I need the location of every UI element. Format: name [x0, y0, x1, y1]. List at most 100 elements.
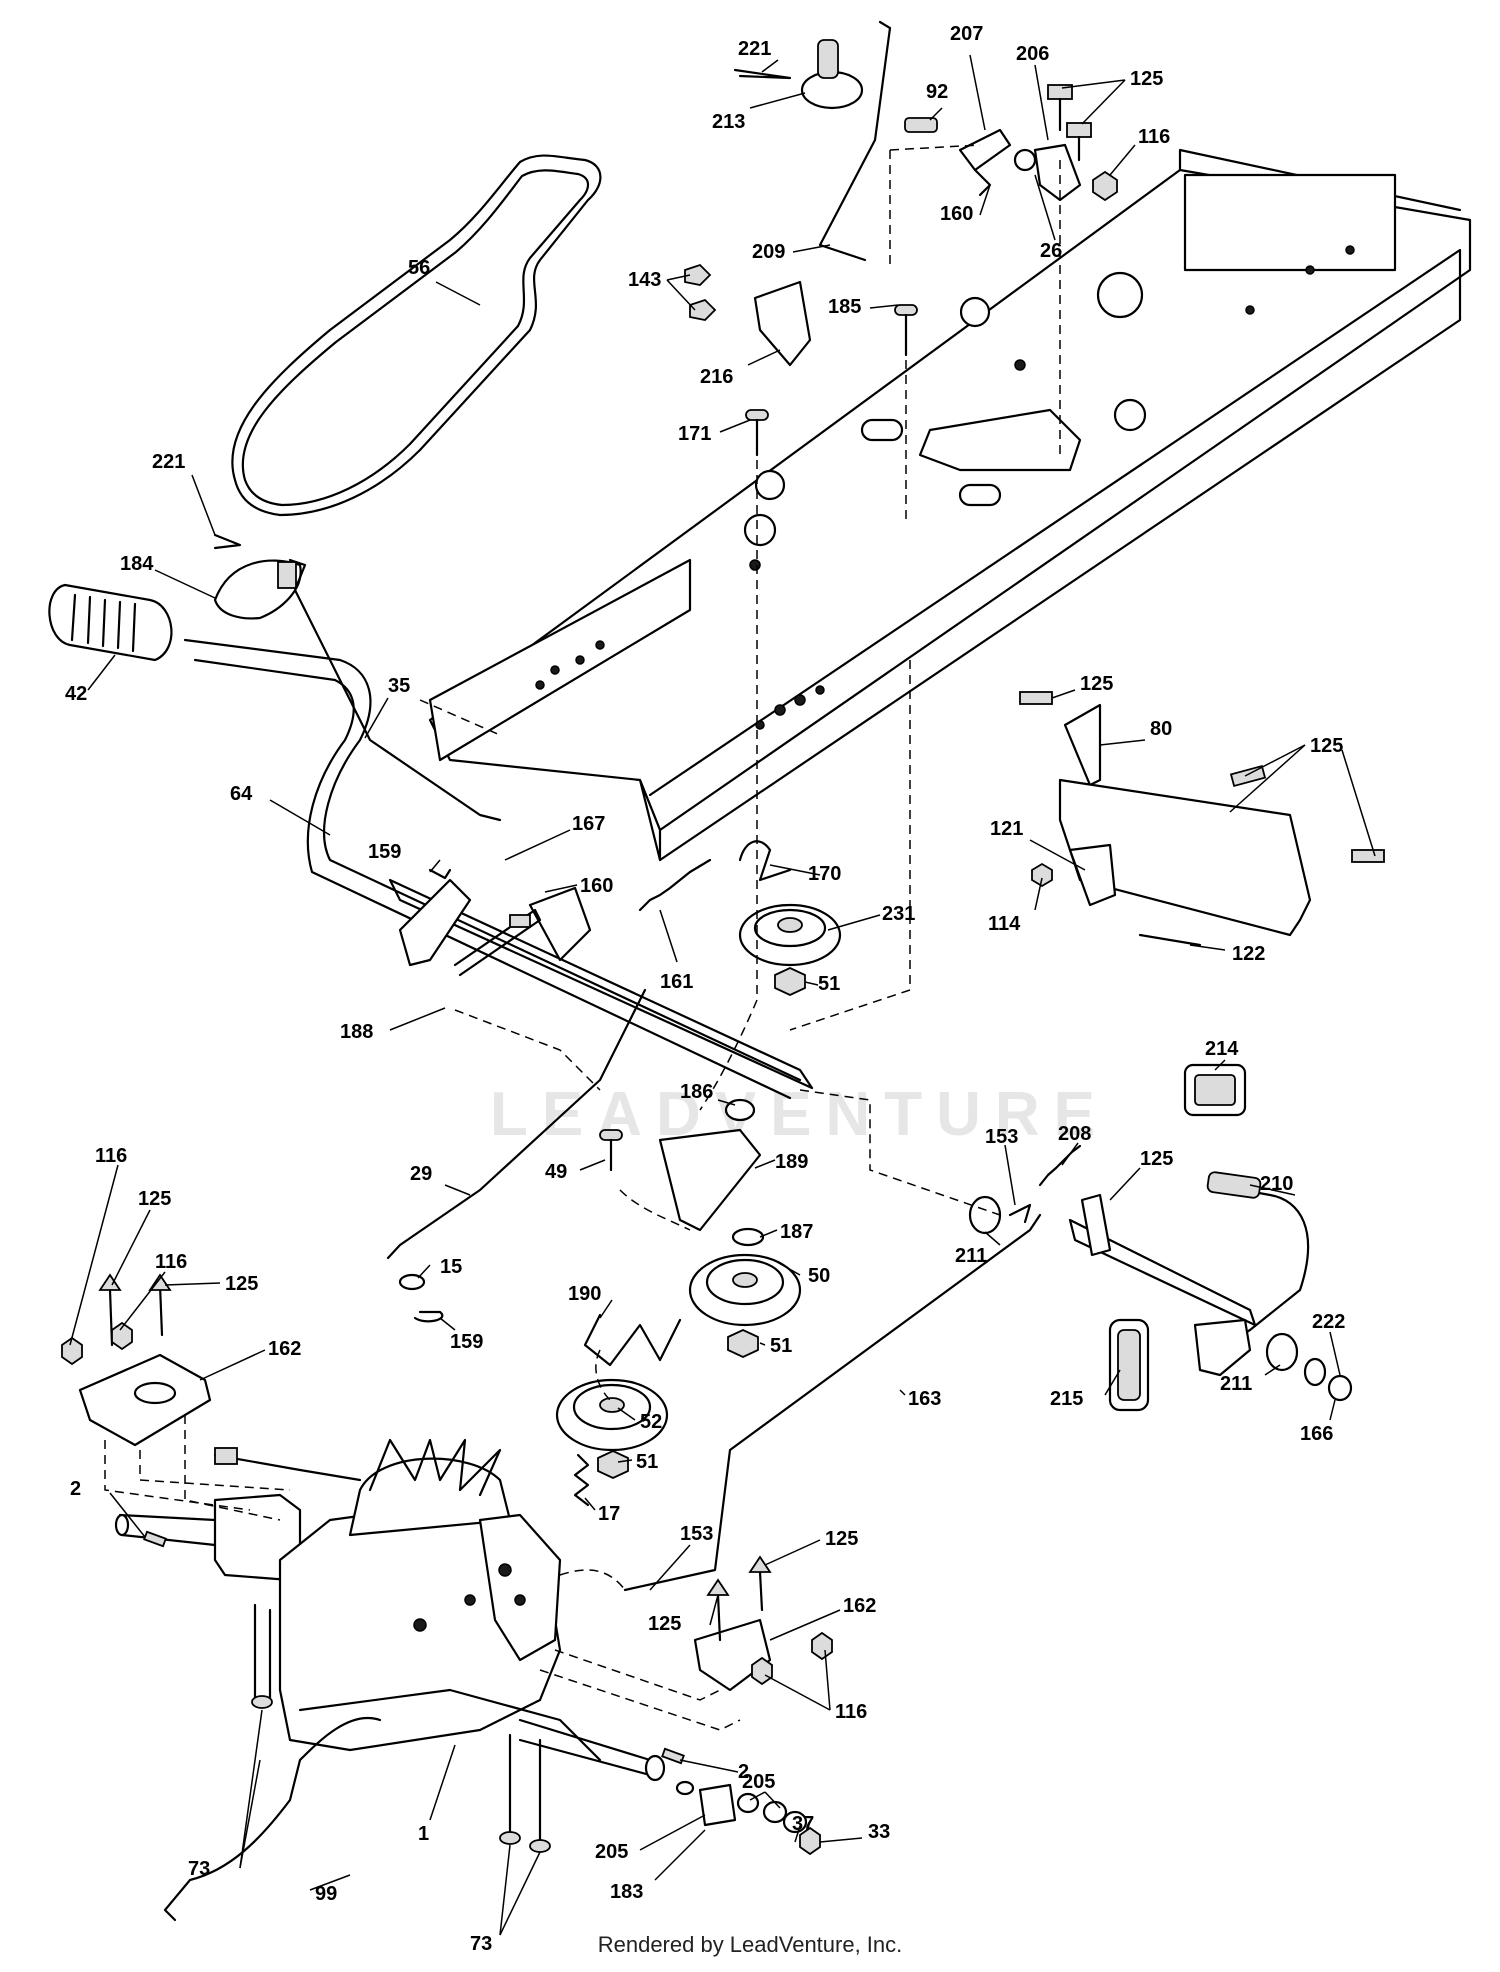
bolts-125-116: [1047, 84, 1118, 202]
label-51-mid: 51: [770, 1335, 792, 1357]
hairpin-221-top: [733, 68, 792, 80]
label-187: 187: [780, 1221, 813, 1243]
rod-29: [386, 988, 647, 1260]
label-116-top: 116: [1138, 126, 1170, 148]
label-221-left: 221: [152, 451, 185, 473]
chassis-frame: [428, 148, 1472, 862]
label-160-top: 160: [940, 203, 973, 225]
label-73-bottom: 73: [470, 1933, 492, 1955]
label-35: 35: [388, 675, 410, 697]
label-210: 210: [1260, 1173, 1293, 1195]
label-49: 49: [545, 1161, 567, 1183]
pulley-231: [738, 903, 842, 996]
drive-belt: [231, 154, 602, 517]
label-56: 56: [408, 257, 430, 279]
lever-207-206: [904, 117, 1082, 202]
label-2-right: 2: [738, 1761, 749, 1783]
pad-215: [1108, 1318, 1150, 1412]
label-160-mid: 160: [580, 875, 613, 897]
relation-lines: [104, 144, 1061, 1731]
label-184: 184: [120, 553, 154, 575]
label-122: 122: [1232, 943, 1265, 965]
label-64: 64: [230, 783, 253, 805]
label-2-left: 2: [70, 1478, 81, 1500]
idler-arm-190: [583, 1313, 682, 1367]
label-186: 186: [680, 1081, 713, 1103]
label-116-left: 116: [95, 1145, 127, 1167]
label-188: 188: [340, 1021, 373, 1043]
label-171: 171: [678, 423, 711, 445]
label-159-bottom: 159: [450, 1331, 483, 1353]
grip-42: [48, 583, 173, 662]
label-208: 208: [1058, 1123, 1091, 1145]
transaxle-1: [114, 1438, 666, 1922]
label-121: 121: [990, 818, 1023, 840]
label-33: 33: [868, 1821, 890, 1843]
bracket-216: [684, 263, 812, 367]
label-231: 231: [882, 903, 915, 925]
pulley-52: [555, 1378, 669, 1507]
label-183: 183: [610, 1881, 643, 1903]
control-lever-64: [183, 638, 802, 1100]
springs-161-170: [638, 840, 792, 912]
label-221-top: 221: [738, 38, 771, 60]
carriage-bolts-185-171: [745, 304, 918, 457]
left-mount-162: [61, 1273, 212, 1447]
label-206: 206: [1016, 43, 1049, 65]
label-125-top: 125: [1130, 68, 1163, 90]
label-161: 161: [660, 971, 693, 993]
label-125-bottom-left: 125: [648, 1613, 681, 1635]
label-114: 114: [988, 913, 1021, 935]
footer-credit: Rendered by LeadVenture, Inc.: [597, 1932, 903, 1957]
label-211-top: 211: [955, 1245, 987, 1267]
label-116-bottom: 116: [835, 1701, 867, 1723]
label-207: 207: [950, 23, 983, 45]
label-51-top: 51: [818, 973, 840, 995]
watermark-text: LEADVENTURE: [490, 1080, 1109, 1149]
label-170: 170: [808, 863, 841, 885]
label-80: 80: [1150, 718, 1172, 740]
label-125-pedal: 125: [1140, 1148, 1173, 1170]
lift-rod-209: [818, 20, 892, 262]
label-99: 99: [315, 1883, 337, 1905]
label-52: 52: [640, 1411, 662, 1433]
label-125-guard-right: 125: [1310, 735, 1343, 757]
pulley-50: [688, 1227, 802, 1358]
label-92: 92: [926, 81, 948, 103]
label-26: 26: [1040, 240, 1062, 262]
pedal-210: [968, 1171, 1353, 1402]
label-185: 185: [828, 296, 861, 318]
label-50: 50: [808, 1265, 830, 1287]
cross-shaft-188: [388, 878, 814, 1090]
label-167: 167: [572, 813, 605, 835]
label-116-left-lower: 116: [155, 1251, 187, 1273]
label-162-right: 162: [843, 1595, 876, 1617]
label-143: 143: [628, 269, 661, 291]
washer-15-cotter-159: [398, 868, 452, 1323]
callout-labels: 221 213 207 206 125 92 116 160 26 209 56…: [65, 23, 1345, 1955]
label-73-left: 73: [188, 1858, 210, 1880]
rod-35: [288, 558, 502, 822]
right-mount-162: [693, 1555, 833, 1692]
brake-rod-163: [623, 1213, 1042, 1592]
springs-208-clip-153: [1008, 1144, 1082, 1224]
label-51-bottom: 51: [636, 1451, 658, 1473]
frame-guard-80: [1019, 691, 1385, 947]
label-1: 1: [418, 1823, 429, 1845]
label-222: 222: [1312, 1311, 1345, 1333]
label-214: 214: [1205, 1038, 1239, 1060]
label-163: 163: [908, 1388, 941, 1410]
pad-214: [1183, 1063, 1247, 1117]
axle-hardware: [143, 1530, 821, 1856]
label-17: 17: [598, 1503, 620, 1525]
label-159-top: 159: [368, 841, 401, 863]
label-209: 209: [752, 241, 785, 263]
label-211-bottom: 211: [1220, 1373, 1252, 1395]
label-189: 189: [775, 1151, 808, 1173]
label-166: 166: [1300, 1423, 1333, 1445]
label-125-left: 125: [138, 1188, 171, 1210]
label-153-bottom: 153: [680, 1523, 713, 1545]
label-125-bottom-right: 125: [825, 1528, 858, 1550]
label-125-guard: 125: [1080, 673, 1113, 695]
